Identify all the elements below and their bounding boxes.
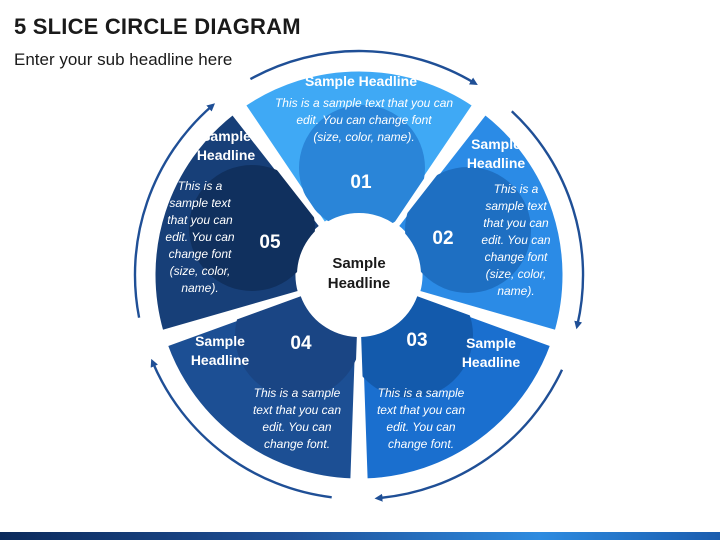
slice-01-body: edit. You can change font — [296, 113, 432, 127]
slice-05-headline: Sample — [201, 128, 251, 144]
page-subtitle: Enter your sub headline here — [14, 50, 233, 69]
slice-04-number: 04 — [290, 333, 312, 354]
page-title: 5 SLICE CIRCLE DIAGRAM — [14, 14, 301, 39]
slice-05-body: (size, color, — [170, 264, 231, 278]
slice-04-headline: Sample — [195, 333, 245, 349]
slice-05-number: 05 — [259, 232, 281, 253]
slice-02-body: that you can — [483, 216, 549, 230]
slice-01-inner-circle — [299, 105, 425, 224]
slice-03-headline: Headline — [462, 354, 521, 370]
slice-02-body: name). — [497, 284, 534, 298]
slice-02-body: change font — [485, 250, 548, 264]
slice-05-body: that you can — [167, 213, 233, 227]
cycle-arrow-4 — [150, 358, 332, 499]
slice-05-body: This is a — [178, 179, 223, 193]
slice-03-body: text that you can — [377, 403, 465, 417]
center-label-line1: Sample — [332, 255, 385, 272]
cycle-arrow-3 — [374, 369, 564, 502]
slice-01-body: (size, color, name). — [313, 130, 414, 144]
slice-02-body: sample text — [485, 199, 547, 213]
cycle-arrow-2 — [510, 110, 585, 330]
cycle-arrow-5 — [133, 103, 216, 318]
slice-05-body: change font — [169, 247, 232, 261]
slice-05-body: edit. You can — [165, 230, 234, 244]
slice-02-number: 02 — [432, 228, 453, 249]
slice-04-headline: Headline — [191, 352, 250, 368]
slice-03-body: edit. You can — [386, 420, 455, 434]
slice-01-headline: Sample Headline — [305, 73, 417, 89]
slice-05-headline: Headline — [197, 147, 256, 163]
slice-03-number: 03 — [406, 330, 427, 351]
slice-01-body: This is a sample text that you can — [275, 96, 453, 110]
slice-02-body: edit. You can — [481, 233, 550, 247]
slice-02-headline: Headline — [467, 155, 526, 171]
slice-05-body: sample text — [169, 196, 231, 210]
slice-02-body: This is a — [494, 182, 539, 196]
center-label-line2: Headline — [328, 275, 391, 292]
slice-03-body: change font. — [388, 437, 454, 451]
slice-02-headline: Sample — [471, 136, 521, 152]
slice-03-headline: Sample — [466, 335, 516, 351]
slice-01-number: 01 — [350, 172, 372, 193]
slice-03-body: This is a sample — [378, 386, 465, 400]
slice-04-body: change font. — [264, 437, 330, 451]
slice-04-body: This is a sample — [254, 386, 341, 400]
slice-04-body: edit. You can — [262, 420, 331, 434]
outer-cycle-arrows — [133, 49, 585, 502]
slice-02-inner-circle — [405, 167, 531, 293]
bottom-accent-bar — [0, 532, 720, 540]
slice-04-body: text that you can — [253, 403, 341, 417]
slice-05-inner-circle — [189, 165, 315, 291]
slice-02-body: (size, color, — [486, 267, 547, 281]
slice-05-body: name). — [181, 281, 218, 295]
slices-group — [152, 68, 566, 482]
cycle-arrow-1 — [249, 49, 478, 86]
